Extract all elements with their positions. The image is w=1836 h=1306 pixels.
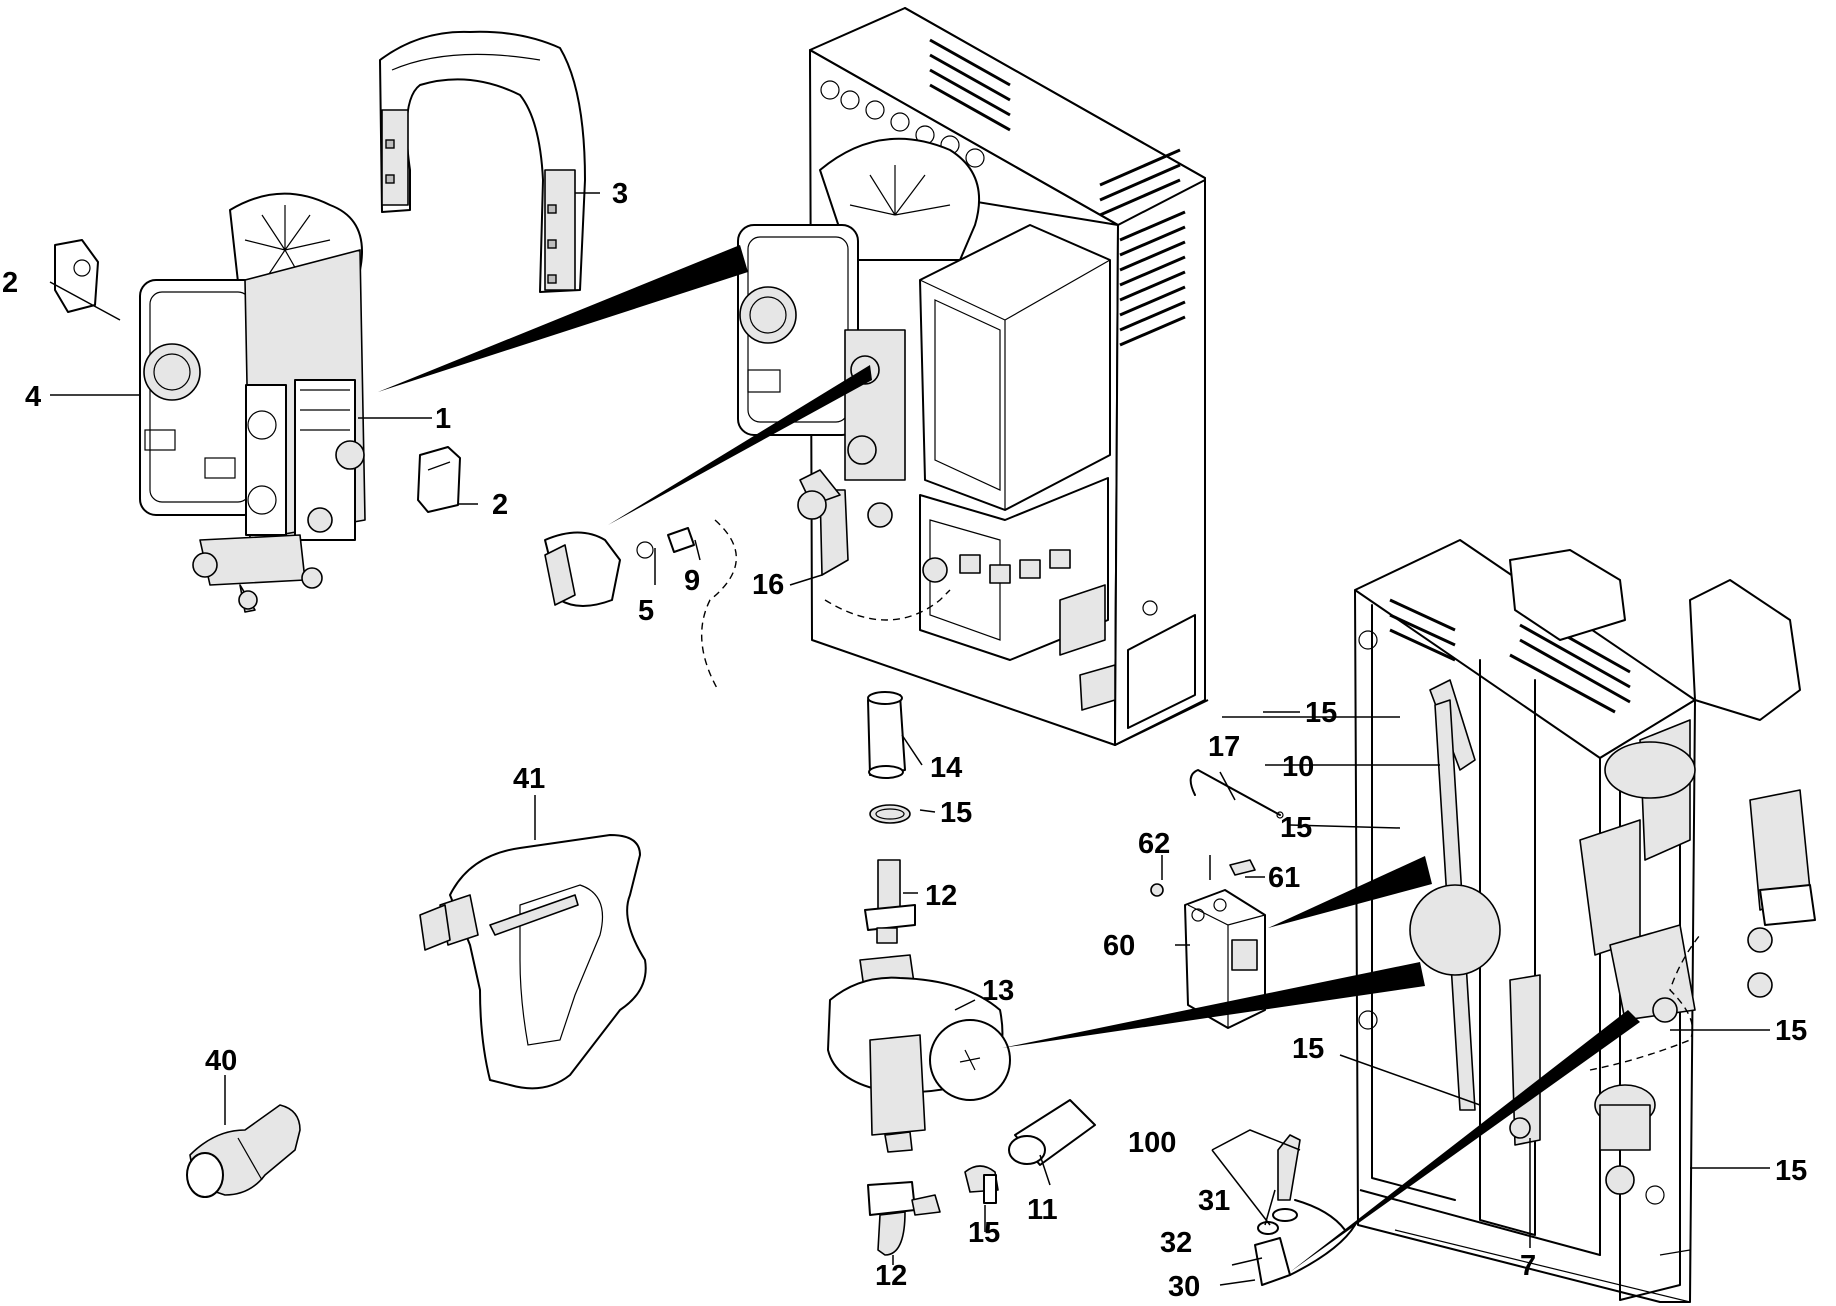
sensor-assembly [1254,1134,1356,1286]
callout-61: 61 [1268,862,1300,894]
callout-15-housing-bottom: 15 [1775,1155,1807,1187]
callout-13: 13 [982,975,1014,1007]
callout-100: 100 [1128,1127,1176,1159]
callout-15-housing-mid: 15 [1280,812,1312,844]
callout-5: 5 [638,595,654,627]
callout-2-upper: 2 [2,267,18,299]
callout-2-lower: 2 [492,489,508,521]
clip-part-2-lower [417,446,461,513]
spray-nozzle [186,1104,301,1198]
callout-15-housing-top: 15 [1305,697,1337,729]
ignition-electrode-assembly [544,527,695,607]
spray-gun [419,834,647,1090]
boiler-housing-rear-view [1354,539,1816,1303]
callout-41: 41 [513,763,545,795]
callout-15-pump-bottom: 15 [968,1217,1000,1249]
callout-31: 31 [1198,1185,1230,1217]
clip-part-2-upper [54,239,99,313]
dashed-cable-3 [1589,934,1701,1071]
callout-3: 3 [612,178,628,210]
control-box [1150,769,1284,1029]
cover-shell [379,30,586,293]
callout-60: 60 [1103,930,1135,962]
callout-32: 32 [1160,1227,1192,1259]
callout-1: 1 [435,403,451,435]
callout-numbers: 1 2 2 3 4 5 9 16 14 15 12 13 11 15 12 41… [2,178,1807,1303]
dashed-cable-1 [700,519,737,691]
callout-15-housing-right: 15 [1775,1015,1807,1047]
callout-15-pump-top: 15 [940,797,972,829]
burner-assembly [139,192,366,613]
connector-wedges [378,245,1640,1272]
leader-lines [49,192,1770,1286]
callout-62: 62 [1138,828,1170,860]
callout-4: 4 [25,381,41,413]
callout-15-housing-lower: 15 [1292,1033,1324,1065]
dashed-cable-2 [824,589,951,621]
callout-11: 11 [1027,1194,1058,1226]
callout-40: 40 [205,1045,237,1077]
callout-12-lower: 12 [875,1260,907,1292]
callout-9: 9 [684,565,700,597]
callout-16: 16 [752,569,784,601]
callout-7: 7 [1520,1250,1536,1282]
callout-12-upper: 12 [925,880,957,912]
pump-assembly [827,691,1096,1256]
callout-10: 10 [1282,751,1314,783]
callout-14: 14 [930,752,962,784]
callout-30: 30 [1168,1271,1200,1303]
boiler-housing-front-view [737,7,1209,746]
callout-17: 17 [1208,731,1240,763]
